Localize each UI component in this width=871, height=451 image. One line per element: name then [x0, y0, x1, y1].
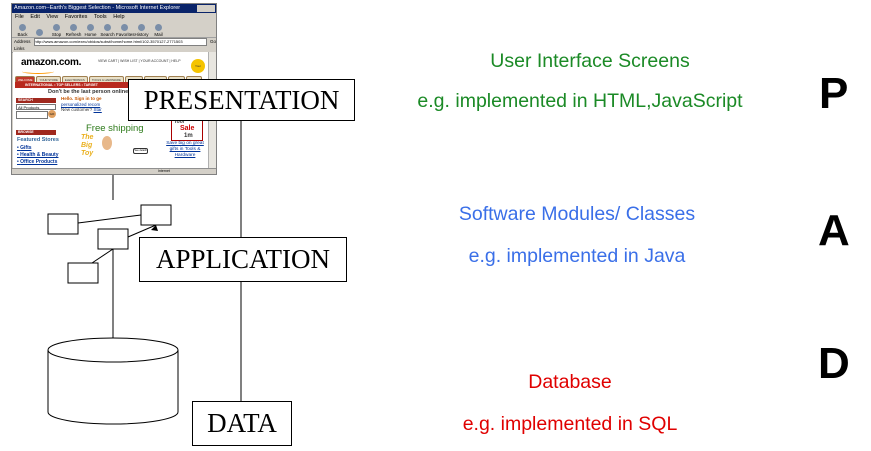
search-button[interactable]: Search: [99, 24, 116, 37]
module-link-3-4: [91, 248, 114, 264]
module-link-2-3: [127, 224, 157, 238]
address-input[interactable]: http://www.amazon.com/exec/obidos/subst/…: [33, 38, 207, 46]
tier-letter-p: P: [819, 69, 849, 118]
menu-file[interactable]: File: [15, 14, 24, 20]
browse-heading: BROWSE: [16, 130, 56, 135]
greeting-line: Hello. Sign in to ge: [61, 96, 102, 101]
featured-store-link[interactable]: • Gifts: [17, 145, 32, 151]
browser-toolbar: Back Stop Refresh Home Search Favorites …: [12, 21, 216, 38]
your-store-badge[interactable]: Your Store: [191, 59, 205, 82]
child-photo: [102, 136, 112, 150]
sub-navigation[interactable]: INTERNATIONAL • TOP SELLERS • TARGET: [15, 82, 191, 88]
tool-sale-ad[interactable]: Tool Sale 1m: [171, 117, 203, 141]
menu-tools[interactable]: Tools: [93, 14, 107, 20]
go-button[interactable]: Go: [209, 39, 216, 44]
stop-button[interactable]: Stop: [48, 24, 65, 37]
refresh-button[interactable]: Refresh: [65, 24, 82, 37]
module-link-1-2: [77, 214, 142, 224]
featured-store-link[interactable]: • Office Products: [17, 159, 58, 165]
module-box-2: [140, 204, 172, 226]
featured-stores-heading: Featured Stores: [17, 137, 59, 143]
data-title: Database: [528, 371, 612, 393]
amazon-smile-icon: [22, 69, 54, 74]
module-box-4: [67, 262, 99, 284]
start-here-link[interactable]: Star: [93, 107, 102, 112]
status-zone: Internet: [158, 169, 170, 173]
menu-view[interactable]: View: [46, 14, 59, 20]
personalized-link[interactable]: personalized recom: [61, 101, 101, 107]
new-customer-text: New customer?: [61, 107, 94, 112]
home-button[interactable]: Home: [82, 24, 99, 37]
data-label: DATA: [192, 401, 292, 446]
module-box-3: [97, 228, 129, 250]
featured-store-link[interactable]: • Health & Beauty: [17, 152, 59, 158]
tier-letter-d: D: [818, 339, 850, 388]
menu-help[interactable]: Help: [113, 14, 125, 20]
presentation-label: PRESENTATION: [128, 79, 355, 121]
presentation-title: User Interface Screens: [490, 50, 690, 72]
history-button[interactable]: History: [133, 24, 150, 37]
forward-button[interactable]: [31, 29, 48, 37]
application-implementation: e.g. implemented in Java: [468, 245, 686, 267]
search-category-select[interactable]: All Products: [16, 104, 56, 110]
see-details-button[interactable]: See details: [133, 148, 148, 154]
module-box-1: [47, 213, 79, 235]
status-bar: Internet: [12, 168, 216, 174]
browser-title: Amazon.com--Earth's Biggest Selection - …: [14, 5, 181, 11]
menu-edit[interactable]: Edit: [30, 14, 40, 20]
search-input[interactable]: [16, 111, 48, 119]
browser-title-bar: Amazon.com--Earth's Biggest Selection - …: [12, 4, 216, 13]
mail-button[interactable]: Mail: [150, 24, 167, 37]
free-shipping-banner[interactable]: Free shipping: [86, 123, 144, 134]
amazon-logo[interactable]: amazon.com.: [21, 57, 82, 68]
tool-sale-line1: Tool: [174, 119, 185, 125]
address-label: Address: [14, 39, 31, 44]
browser-menu-bar: File Edit View Favorites Tools Help: [12, 13, 216, 21]
tool-sale-line2: Sale: [180, 125, 195, 132]
promo-tagline: Don't be the last person online: [48, 89, 129, 95]
tool-sale-line3: 1m: [184, 133, 193, 139]
database-cylinder-icon: [47, 337, 179, 425]
top-links[interactable]: VIEW CART | WISH LIST | YOUR ACCOUNT | H…: [98, 59, 181, 63]
big-toy-logo[interactable]: The Big Toy: [81, 134, 94, 157]
search-go-button[interactable]: GO: [48, 110, 56, 118]
window-controls-icon: [197, 5, 215, 12]
data-implementation: e.g. implemented in SQL: [462, 413, 678, 435]
application-label: APPLICATION: [139, 237, 347, 282]
presentation-implementation: e.g. implemented in HTML,JavaScript: [417, 90, 743, 112]
arrowhead-icon: [151, 225, 158, 231]
address-bar: Address http://www.amazon.com/exec/obido…: [12, 38, 216, 46]
featured-stores-list: • Gifts • Health & Beauty • Office Produ…: [17, 145, 58, 166]
back-button[interactable]: Back: [14, 24, 31, 37]
sign-in-greeting: Hello. Sign in to ge personalized recom …: [61, 96, 102, 113]
tier-letter-a: A: [818, 206, 850, 255]
save-big-link[interactable]: Save big on great gifts in Tools & Hardw…: [166, 141, 204, 158]
search-heading: SEARCH: [16, 98, 56, 103]
application-title: Software Modules/ Classes: [458, 203, 696, 225]
menu-favorites[interactable]: Favorites: [64, 14, 88, 20]
favorites-button[interactable]: Favorites: [116, 24, 135, 37]
